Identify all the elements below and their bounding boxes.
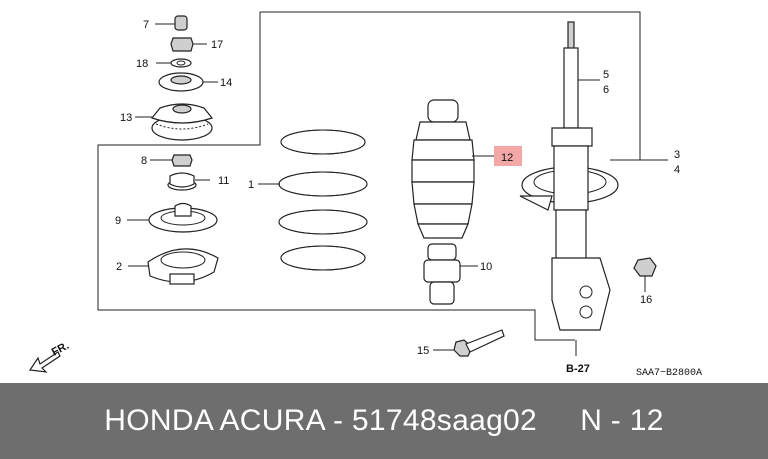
part-12-dust-boot xyxy=(411,99,494,239)
part-2-lower-mount xyxy=(128,248,219,285)
callout-1: 1 xyxy=(248,179,254,191)
part-9-spring-seat xyxy=(127,202,218,233)
callout-7: 7 xyxy=(143,19,149,31)
part-5-6-strut xyxy=(519,21,619,356)
callout-14: 14 xyxy=(220,77,232,89)
part-17-nut xyxy=(170,37,207,52)
part-7-cap xyxy=(155,15,188,31)
callout-13: 13 xyxy=(120,112,132,124)
direction-label: FR. xyxy=(50,340,71,359)
part-14-bearing xyxy=(158,72,218,92)
part-13-upper-mount xyxy=(135,103,214,141)
callout-4: 4 xyxy=(674,164,680,176)
part-16-nut xyxy=(633,257,657,292)
part-15-bolt xyxy=(433,329,505,357)
part-10-bump-stop xyxy=(423,243,478,305)
callout-12: 12 xyxy=(501,152,513,164)
callout-3: 3 xyxy=(674,149,680,161)
front-direction-arrow-icon: FR. xyxy=(28,340,71,373)
callout-highlight xyxy=(494,146,522,166)
caption-text: HONDA ACURA - 51748saag02 N - 12 xyxy=(104,404,664,437)
reference-label: B-27 xyxy=(566,363,590,375)
callout-11: 11 xyxy=(218,175,229,187)
part-1-coil-spring xyxy=(258,129,368,271)
part-18-washer xyxy=(156,58,192,68)
part-11-bushing xyxy=(167,172,210,191)
callout-18: 18 xyxy=(136,58,148,70)
callout-15: 15 xyxy=(417,345,429,357)
exploded-parts-diagram: 7 17 18 14 13 8 11 9 2 1 12 10 15 5 6 3 … xyxy=(28,11,702,379)
callout-9: 9 xyxy=(115,215,121,227)
callout-17: 17 xyxy=(211,39,223,51)
callout-8: 8 xyxy=(141,155,147,167)
caption-bar: HONDA ACURA - 51748saag02 N - 12 xyxy=(0,383,768,459)
callout-5: 5 xyxy=(603,69,609,81)
callout-10: 10 xyxy=(480,261,492,273)
assembly-bracket-lines xyxy=(97,11,668,341)
callout-2: 2 xyxy=(116,261,122,273)
callout-6: 6 xyxy=(603,84,609,96)
part-8-nut xyxy=(150,154,193,167)
diagram-code: SAA7−B2800A xyxy=(636,368,702,379)
callout-16: 16 xyxy=(640,294,652,306)
